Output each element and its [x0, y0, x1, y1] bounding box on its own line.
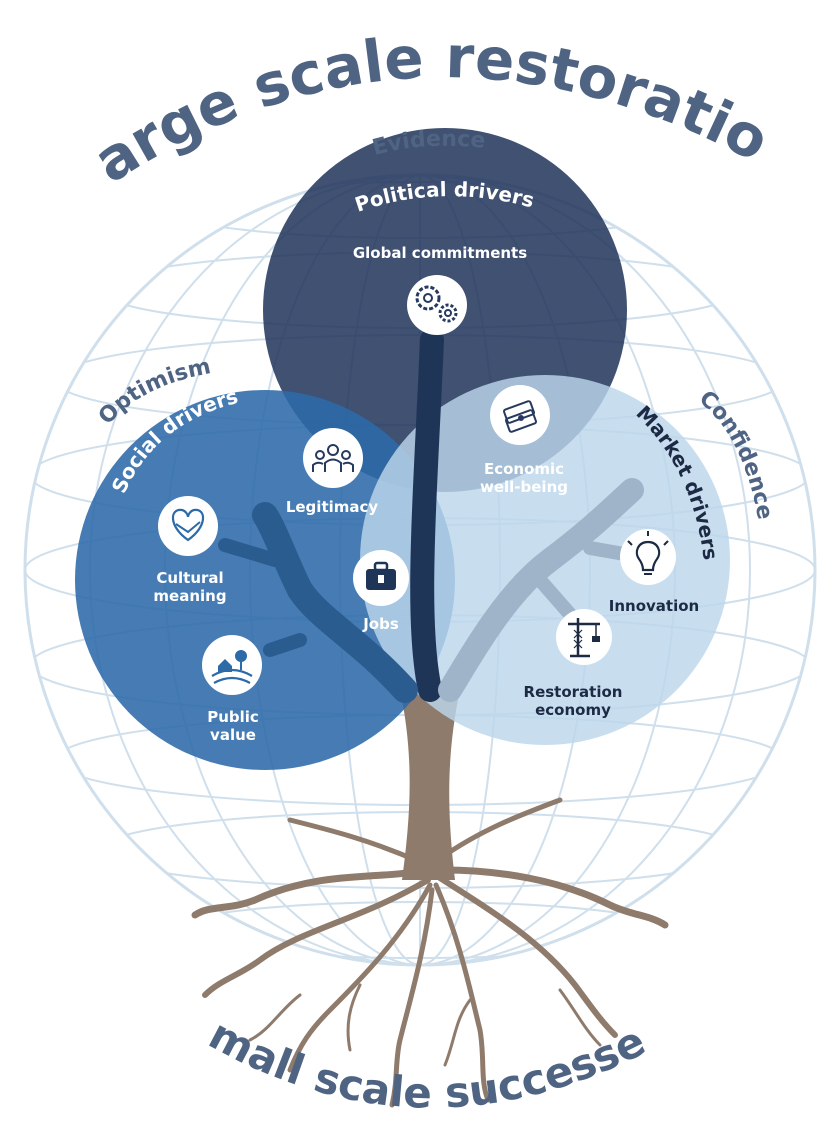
handshake-heart-icon	[158, 496, 218, 556]
public-label-line2: value	[210, 726, 256, 744]
public-value-node: Public value	[202, 635, 262, 744]
cultural-label-line2: meaning	[153, 587, 226, 605]
gears-icon	[407, 275, 467, 335]
economic-label-line1: Economic	[484, 460, 564, 478]
restoration-label-line2: economy	[535, 701, 611, 719]
crane-icon	[556, 609, 612, 665]
legitimacy-node: Legitimacy	[286, 428, 379, 516]
tree-roots	[191, 797, 669, 1108]
landscape-house-icon	[202, 635, 262, 695]
cultural-meaning-node: Cultural meaning	[153, 496, 227, 605]
lightbulb-icon	[620, 529, 676, 585]
innovation-label: Innovation	[609, 597, 699, 615]
jobs-node: Jobs	[353, 550, 409, 633]
people-icon	[303, 428, 363, 488]
tree-trunk	[400, 690, 460, 880]
tree-branches	[218, 328, 644, 703]
legitimacy-label: Legitimacy	[286, 498, 379, 516]
cultural-label-line1: Cultural	[156, 569, 223, 587]
economic-label-line2: well-being	[480, 478, 568, 496]
restoration-economy-node: Restoration economy	[524, 609, 623, 719]
jobs-label: Jobs	[362, 615, 399, 633]
innovation-node: Innovation	[609, 529, 699, 615]
global-commitments-label: Global commitments	[353, 244, 527, 262]
social-drivers-circle	[75, 390, 455, 770]
money-stack-icon	[490, 385, 550, 445]
economic-well-being-node: Economic well-being	[480, 385, 568, 496]
restoration-label-line1: Restoration	[524, 683, 623, 701]
public-label-line1: Public	[207, 708, 259, 726]
global-commitments-node: Global commitments	[353, 244, 527, 335]
briefcase-lock-icon	[353, 550, 409, 606]
